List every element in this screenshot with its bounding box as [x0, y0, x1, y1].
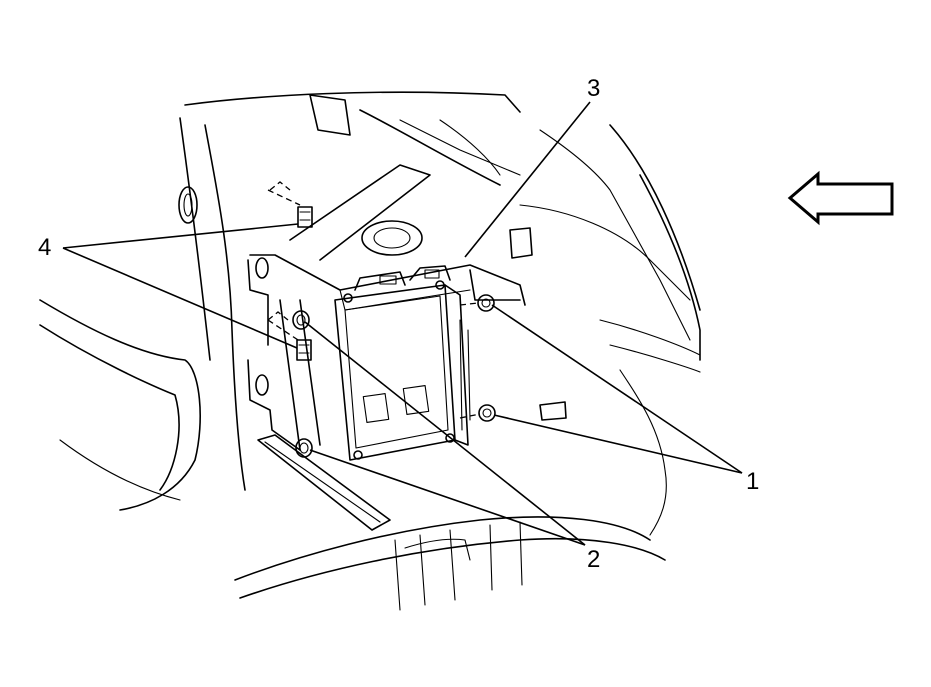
- clip-upper: [297, 206, 313, 228]
- leader-4-lower: [62, 247, 298, 349]
- nut-lower-right: [478, 404, 496, 422]
- side-pads: [178, 186, 567, 531]
- leader-4-upper: [62, 223, 299, 249]
- leader-lines: [62, 101, 743, 546]
- nut-upper-right: [477, 294, 495, 312]
- retaining-clips: [296, 206, 313, 361]
- mounting-bolts: [292, 310, 313, 458]
- callout-1: 1: [746, 468, 760, 495]
- callout-2: 2: [587, 546, 601, 573]
- installation-guide-lines: [267, 181, 481, 419]
- leader-1-lower: [493, 414, 743, 474]
- mounting-nuts: [477, 294, 496, 422]
- trunk-body-outline: [39, 91, 701, 611]
- leader-2-lower: [309, 449, 586, 546]
- leader-3: [464, 101, 591, 258]
- leader-2-upper: [304, 321, 586, 546]
- speaker-icon: [361, 220, 423, 256]
- clip-lower: [296, 339, 312, 361]
- bolt-upper-left: [292, 310, 310, 330]
- callout-3: 3: [587, 75, 601, 102]
- leader-1-upper: [491, 304, 743, 474]
- callout-4: 4: [38, 234, 52, 261]
- left-arrow-icon: [787, 170, 894, 226]
- rear-shelf: [289, 94, 521, 261]
- mounting-bracket: [247, 254, 526, 451]
- electronic-module: [334, 265, 471, 461]
